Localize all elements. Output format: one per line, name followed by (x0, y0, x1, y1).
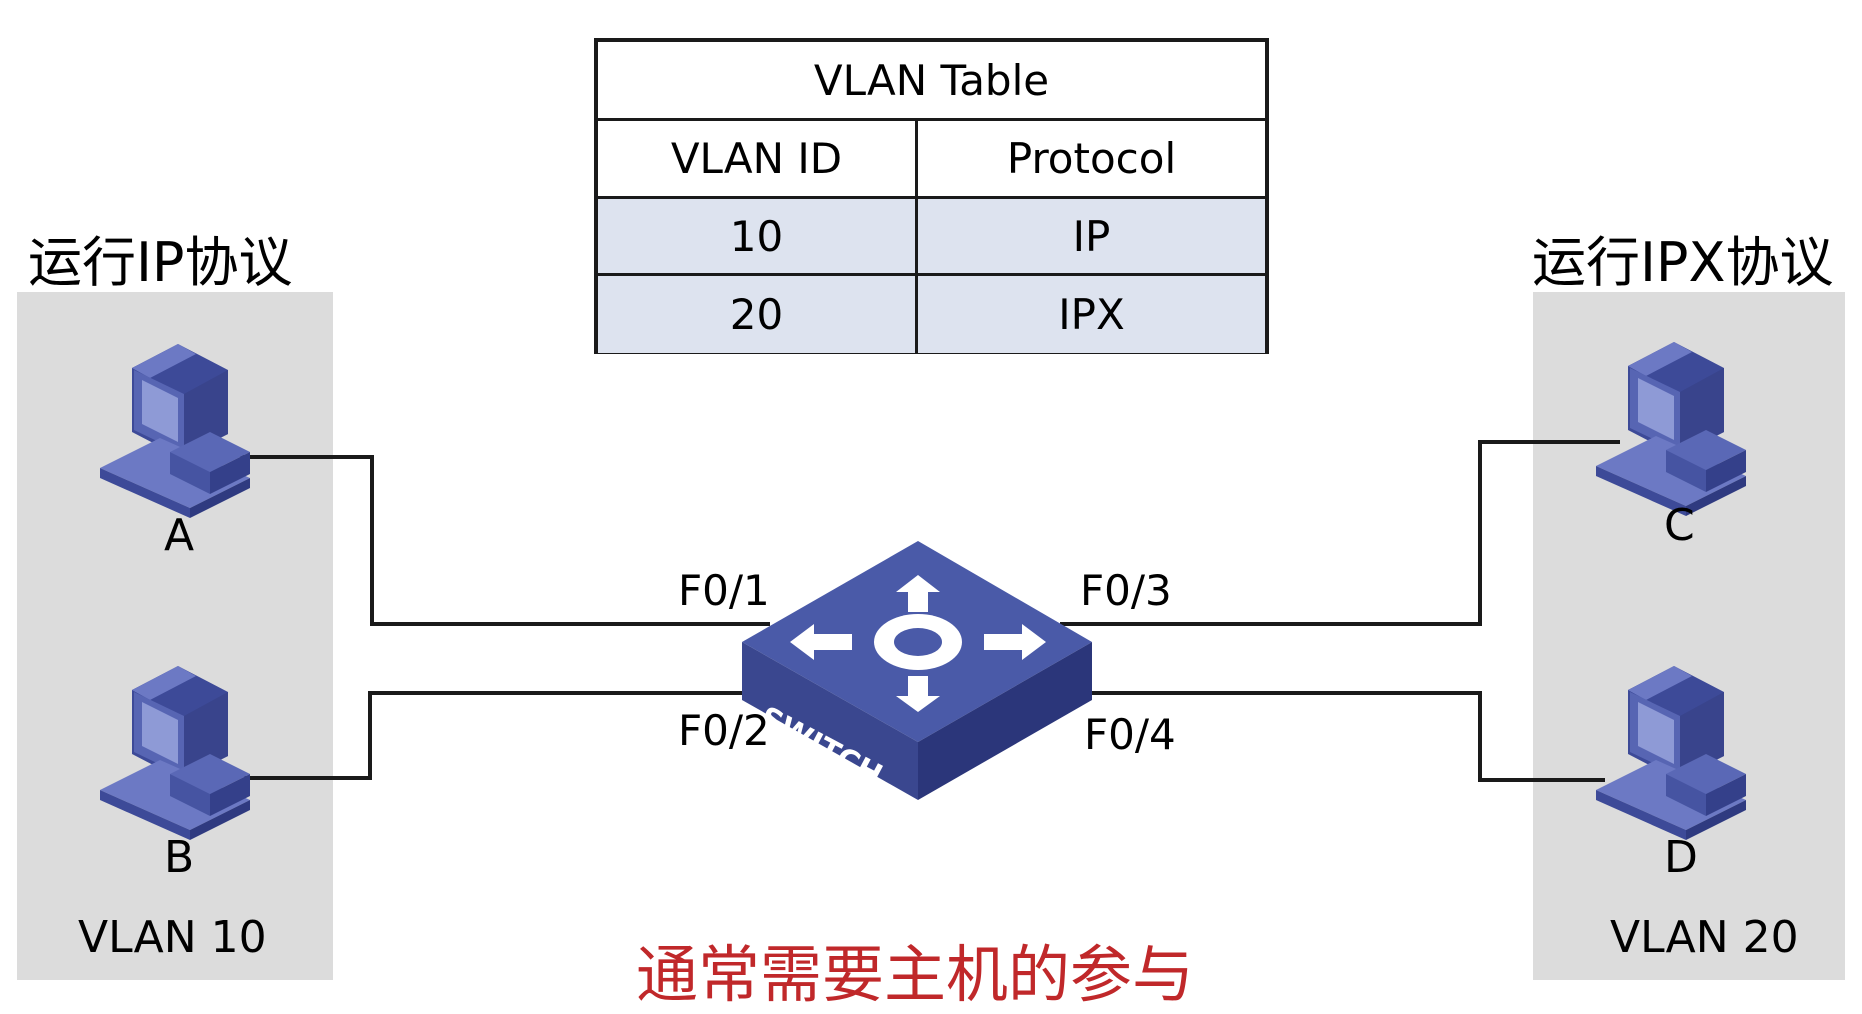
table-cell-protocol: IP (1072, 211, 1111, 261)
host-label-a: A (164, 510, 195, 561)
table-cell-vlan-id: 10 (598, 199, 918, 273)
link-d-switch (1088, 691, 1605, 782)
port-label-f03: F0/3 (1080, 566, 1172, 615)
vlan-table: VLAN Table VLAN ID Protocol 10 IP 20 IPX (594, 38, 1269, 354)
link-c-switch (1060, 440, 1620, 626)
port-label-f04: F0/4 (1084, 710, 1176, 759)
right-vlan-label: VLAN 20 (1610, 912, 1799, 963)
link-b-switch (244, 691, 760, 780)
table-row: 20 IPX (598, 276, 1265, 353)
left-group-title: 运行IP协议 (28, 231, 293, 294)
vlan-table-title-row: VLAN Table (598, 42, 1265, 121)
port-label-f02: F0/2 (678, 706, 770, 755)
port-label-f01: F0/1 (678, 566, 770, 615)
footer-note: 通常需要主机的参与 (636, 938, 1195, 1011)
vlan-table-header-row: VLAN ID Protocol (598, 121, 1265, 199)
host-label-c: C (1664, 500, 1695, 551)
column-header-vlan-id: VLAN ID (598, 121, 918, 196)
table-row: 10 IP (598, 199, 1265, 276)
switch-icon (742, 541, 1092, 800)
link-a-switch (240, 455, 770, 626)
host-label-b: B (164, 832, 195, 883)
column-header-protocol: Protocol (1006, 134, 1177, 183)
table-cell-vlan-id: 20 (598, 276, 918, 353)
table-cell-protocol: IPX (1058, 290, 1125, 339)
host-label-d: D (1664, 832, 1698, 883)
left-vlan-label: VLAN 10 (78, 912, 267, 963)
right-group-title: 运行IPX协议 (1532, 231, 1834, 294)
vlan-table-title: VLAN Table (813, 55, 1050, 105)
